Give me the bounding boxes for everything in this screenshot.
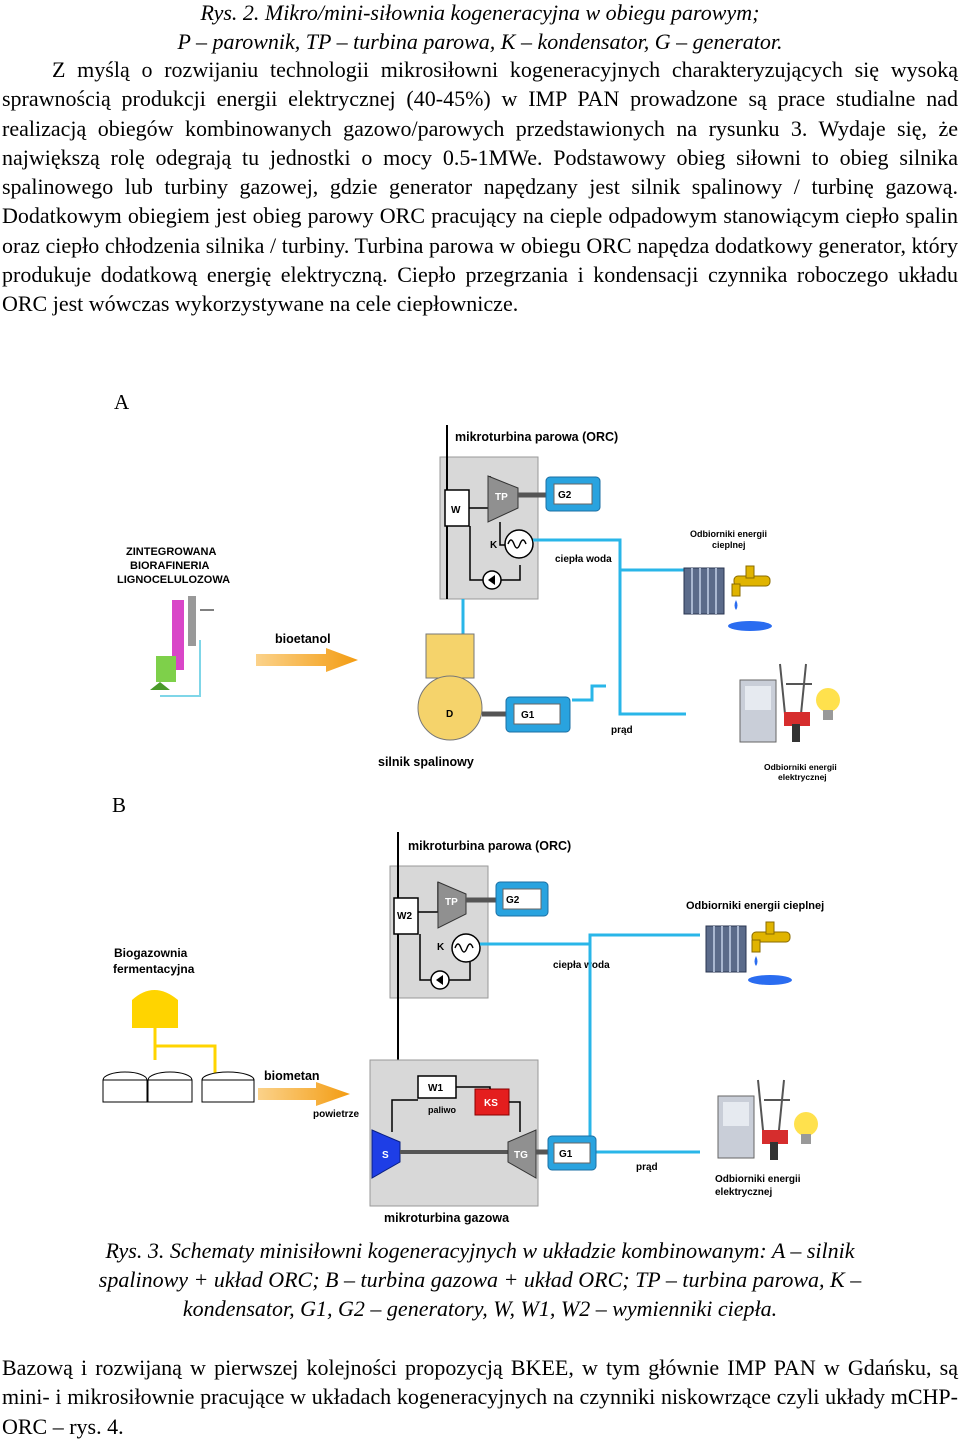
svg-text:W: W (451, 505, 461, 516)
figure-2-caption-line1: Rys. 2. Mikro/mini-siłownia kogeneracyjn… (200, 0, 760, 25)
panel-a-engine-d (417, 675, 483, 741)
svg-text:TG: TG (514, 1150, 528, 1161)
svg-text:prąd: prąd (636, 1162, 658, 1173)
body-paragraph-2: Bazową i rozwijaną w pierwszej kolejnośc… (2, 1355, 958, 1439)
panel-a-letter: A (114, 390, 130, 414)
panel-b-electric-receivers-icon (717, 1079, 818, 1160)
panel-a-fuel-arrow (256, 648, 358, 672)
figure-2-caption-line2: P – parownik, TP – turbina parowa, K – k… (177, 29, 783, 54)
svg-text:ciepła woda: ciepła woda (553, 960, 610, 971)
panel-b-biogas-plant-icon (102, 990, 255, 1103)
panel-b-orc-title: mikroturbina parowa (ORC) (408, 839, 571, 853)
panel-b-heat-receivers-label: Odbiorniki energii cieplnej (686, 900, 824, 912)
svg-text:LIGNOCELULOZOWA: LIGNOCELULOZOWA (117, 574, 230, 586)
panel-a-condenser-k (504, 529, 534, 559)
panel-b-radiator-icon (705, 925, 747, 973)
body-paragraph-1: Z myślą o rozwijaniu technologii mikrosi… (2, 57, 958, 317)
svg-text:K: K (437, 942, 445, 953)
svg-text:G1: G1 (559, 1149, 573, 1160)
figure-3-caption-line2: spalinowy + układ ORC; B – turbina gazow… (98, 1267, 862, 1292)
svg-text:prąd: prąd (611, 725, 633, 736)
panel-a-engine-block (425, 633, 475, 679)
svg-text:powietrze: powietrze (313, 1109, 360, 1120)
panel-b-gas-turbine-tg (507, 1129, 537, 1179)
svg-text:W2: W2 (397, 911, 412, 922)
svg-text:fermentacyjna: fermentacyjna (113, 962, 195, 976)
svg-text:K: K (490, 540, 498, 551)
svg-text:ZINTEGROWANA: ZINTEGROWANA (126, 546, 216, 558)
panel-b-heat-exchanger-w2 (393, 897, 419, 935)
panel-a-tap-icon (728, 565, 772, 631)
panel-a-biorefinery-icon (150, 596, 214, 697)
svg-text:Biogazownia: Biogazownia (114, 946, 188, 960)
svg-text:G2: G2 (558, 490, 572, 501)
panel-a-steam-turbine-tp (487, 475, 519, 523)
figure-3-caption-line1: Rys. 3. Schematy minisiłowni kogeneracyj… (105, 1238, 855, 1263)
svg-text:Odbiorniki energii: Odbiorniki energii (690, 529, 767, 539)
svg-text:W1: W1 (428, 1083, 443, 1094)
panel-b-compressor-s (371, 1129, 401, 1179)
svg-text:G1: G1 (521, 710, 535, 721)
panel-a-orc-title: mikroturbina parowa (ORC) (455, 430, 618, 444)
panel-b-combustion-chamber-ks (474, 1088, 510, 1116)
panel-a-hot-water-label: ciepła woda (555, 554, 612, 565)
panel-b-letter: B (112, 793, 127, 817)
svg-text:KS: KS (484, 1098, 498, 1109)
panel-a-radiator-icon (683, 567, 725, 615)
svg-text:Odbiorniki energii: Odbiorniki energii (715, 1174, 801, 1185)
svg-text:G2: G2 (506, 895, 520, 906)
panel-a-electric-receivers-icon (739, 663, 840, 743)
svg-text:biometan: biometan (264, 1069, 320, 1083)
svg-text:bioetanol: bioetanol (275, 632, 331, 646)
svg-text:TP: TP (495, 492, 508, 503)
svg-text:paliwo: paliwo (428, 1105, 457, 1115)
svg-text:elektrycznej: elektrycznej (778, 772, 827, 782)
svg-text:TP: TP (445, 897, 458, 908)
svg-text:S: S (382, 1150, 389, 1161)
panel-b-tap-icon (748, 921, 792, 985)
svg-text:Odbiorniki energii: Odbiorniki energii (764, 762, 837, 772)
panel-b-gas-turbine-label: mikroturbina gazowa (384, 1211, 510, 1225)
svg-text:elektrycznej: elektrycznej (715, 1187, 772, 1198)
panel-a-engine-label: silnik spalinowy (378, 755, 474, 769)
svg-text:D: D (446, 709, 453, 720)
panel-b-steam-turbine-tp (437, 881, 467, 929)
figure-3-caption-line3: kondensator, G1, G2 – generatory, W, W1,… (182, 1296, 778, 1321)
svg-text:BIORAFINERIA: BIORAFINERIA (130, 560, 210, 572)
panel-b-condenser-k (451, 933, 481, 963)
panel-b-fuel-arrow (258, 1082, 350, 1106)
svg-text:cieplnej: cieplnej (712, 540, 746, 550)
